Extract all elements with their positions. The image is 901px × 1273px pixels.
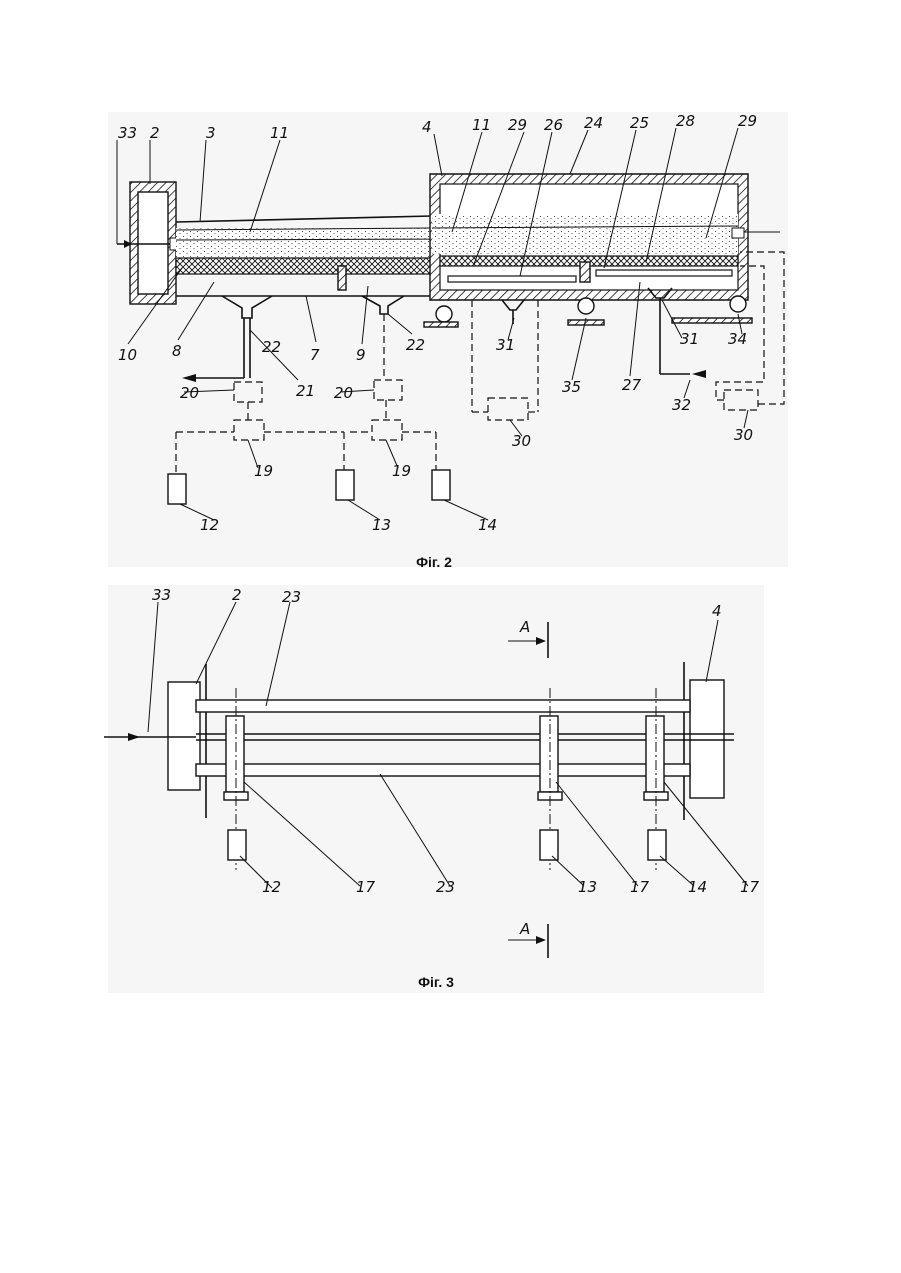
label-20a: 20 — [180, 384, 199, 402]
label-2-plan: 2 — [232, 586, 242, 604]
label-4-plan: 4 — [712, 602, 722, 620]
label-30b: 30 — [734, 426, 753, 444]
furnace-4 — [430, 174, 780, 300]
label-12: 12 — [200, 516, 219, 534]
end-wall-2-plan — [168, 682, 200, 790]
label-13: 13 — [372, 516, 391, 534]
sensor-13-plan — [540, 830, 558, 860]
label-24: 24 — [584, 114, 603, 132]
label-19a: 19 — [254, 462, 273, 480]
label-31b: 31 — [680, 330, 699, 348]
label-17a: 17 — [356, 878, 376, 896]
label-17c: 17 — [740, 878, 760, 896]
label-14: 14 — [478, 516, 497, 534]
label-34: 34 — [728, 330, 747, 348]
label-A-bottom: A — [519, 920, 530, 938]
label-30a: 30 — [512, 432, 531, 450]
figure-2: 33 2 3 11 4 11 29 26 24 25 28 29 10 8 22… — [108, 112, 788, 570]
label-9: 9 — [356, 346, 366, 364]
caption-fig3: Фіг. 3 — [418, 974, 454, 990]
figure-3: 33 2 23 A 4 12 17 23 13 17 14 17 A Фіг. … — [104, 585, 764, 993]
label-31a: 31 — [496, 336, 515, 354]
sand-layer-11 — [176, 228, 432, 258]
label-A-top: A — [519, 618, 530, 636]
sensor-14-plan — [648, 830, 666, 860]
label-27: 27 — [622, 376, 642, 394]
label-13-plan: 13 — [578, 878, 597, 896]
label-2: 2 — [150, 124, 160, 142]
label-25: 25 — [630, 114, 649, 132]
label-33-plan: 33 — [152, 586, 171, 604]
label-11b: 11 — [472, 116, 491, 134]
label-22b: 22 — [406, 336, 425, 354]
label-23a: 23 — [282, 588, 301, 606]
label-35: 35 — [562, 378, 581, 396]
label-32: 32 — [672, 396, 691, 414]
label-19b: 19 — [392, 462, 411, 480]
label-29b: 29 — [738, 112, 757, 130]
label-3: 3 — [206, 124, 216, 142]
end-wall-4-plan — [690, 680, 724, 798]
label-23b: 23 — [436, 878, 455, 896]
label-20b: 20 — [334, 384, 353, 402]
label-21: 21 — [296, 382, 315, 400]
label-14-plan: 14 — [688, 878, 707, 896]
label-33: 33 — [118, 124, 137, 142]
lining-10 — [176, 258, 432, 274]
label-17b: 17 — [630, 878, 650, 896]
heater-26 — [448, 276, 576, 282]
label-4: 4 — [422, 118, 432, 136]
sensor-12-plan — [228, 830, 246, 860]
label-26: 26 — [544, 116, 563, 134]
label-22a: 22 — [262, 338, 281, 356]
label-28: 28 — [676, 112, 695, 130]
label-7: 7 — [310, 346, 320, 364]
partition — [338, 266, 346, 290]
sensor-14 — [432, 470, 450, 500]
sensor-13 — [336, 470, 354, 500]
caption-fig2: Фіг. 2 — [416, 554, 452, 570]
label-12-plan: 12 — [262, 878, 281, 896]
label-29a: 29 — [508, 116, 527, 134]
label-8: 8 — [172, 342, 182, 360]
label-10: 10 — [118, 346, 137, 364]
label-11a: 11 — [270, 124, 289, 142]
heater-25 — [596, 270, 732, 276]
sensor-12 — [168, 474, 186, 504]
